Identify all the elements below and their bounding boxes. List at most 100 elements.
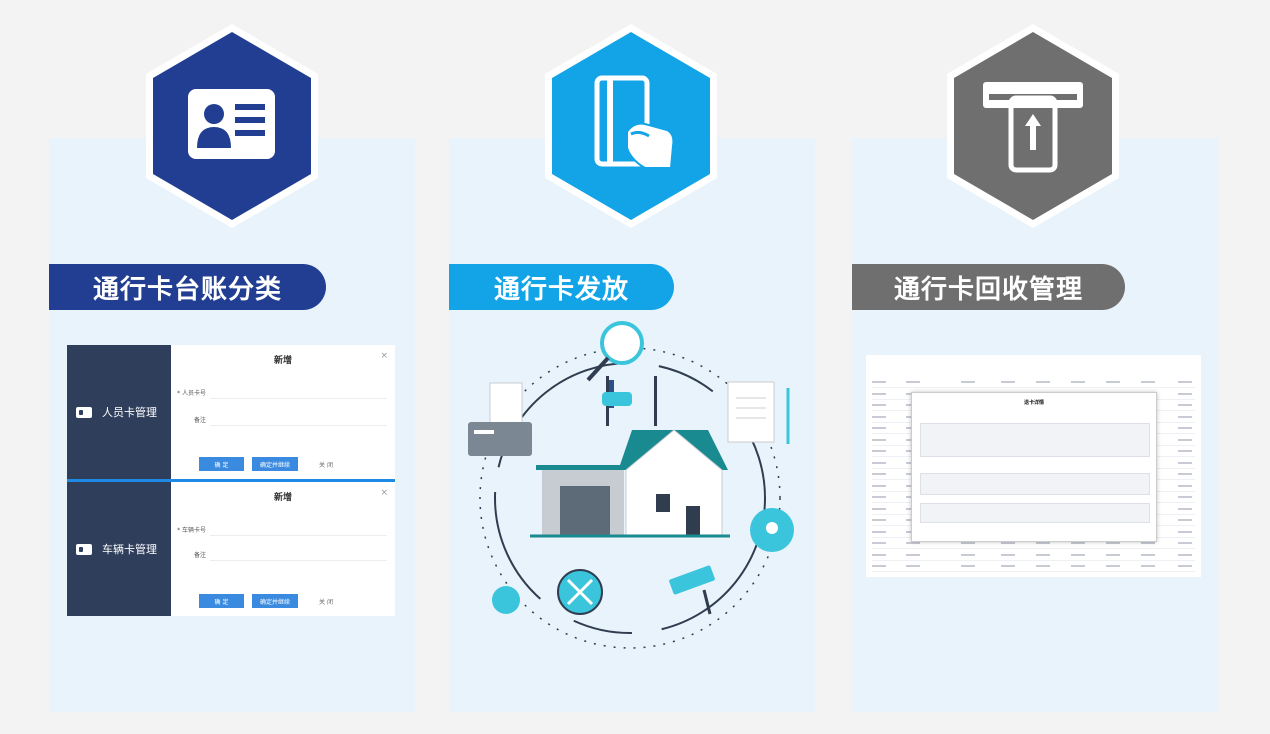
card-slot-return-icon	[943, 22, 1123, 230]
table-cell	[872, 519, 886, 521]
table-cell	[872, 461, 886, 464]
table-cell	[1001, 553, 1015, 556]
card-issue-illustration	[468, 321, 794, 649]
table-cell	[1178, 484, 1192, 487]
table-cell	[1178, 496, 1192, 498]
table-cell	[872, 473, 886, 475]
card-icon	[76, 543, 92, 555]
table-cell	[1141, 565, 1155, 567]
car-icon	[602, 392, 632, 406]
card-number-field[interactable]: * 车辆卡号	[175, 520, 387, 538]
table-cell	[1141, 553, 1155, 556]
table-cell	[1178, 519, 1192, 521]
sidebar-label: 人员卡管理	[102, 406, 157, 419]
table-cell	[1178, 542, 1192, 544]
table-cell	[872, 484, 886, 487]
table-cell	[872, 530, 886, 533]
table-cell	[961, 542, 975, 544]
table-cell	[1178, 427, 1192, 429]
table-cell	[1106, 553, 1120, 556]
table-cell	[872, 438, 886, 441]
card-icon	[468, 422, 532, 456]
confirm-continue-button[interactable]: 确定并继续	[252, 457, 298, 471]
section-title-recycle: 通行卡回收管理	[852, 264, 1125, 310]
table-row	[872, 559, 1195, 561]
magnifier-icon	[600, 321, 644, 365]
table-cell	[872, 565, 886, 567]
divider	[67, 479, 395, 482]
table-cell	[872, 496, 886, 498]
modal-title: 退卡详情	[1023, 400, 1044, 406]
table-cell	[906, 553, 920, 556]
recycle-record-table: 退卡详情	[866, 355, 1201, 577]
table-cell	[872, 450, 886, 452]
table-cell	[872, 404, 886, 406]
table-cell	[1141, 542, 1155, 544]
table-cell	[872, 415, 886, 418]
confirm-continue-button[interactable]: 确定并继续	[252, 594, 298, 608]
table-cell	[906, 381, 920, 383]
table-cell	[1036, 565, 1050, 567]
section-title-ledger: 通行卡台账分类	[49, 264, 326, 310]
dialog-sidebar: 车辆卡管理	[67, 482, 171, 616]
table-cell	[1071, 553, 1085, 556]
table-cell	[1178, 553, 1192, 556]
card-icon	[76, 406, 92, 418]
confirm-button[interactable]: 确 定	[199, 457, 244, 471]
close-button[interactable]: 关 闭	[319, 461, 333, 469]
table-cell	[1036, 542, 1050, 544]
table-cell	[1178, 473, 1192, 475]
table-cell	[1106, 381, 1120, 383]
card-number-field[interactable]: * 人员卡号	[175, 383, 387, 401]
table-cell	[1001, 381, 1015, 383]
close-icon[interactable]: ×	[380, 351, 388, 361]
table-cell	[1178, 404, 1192, 406]
table-row	[872, 548, 1195, 549]
camera-icon	[669, 565, 715, 595]
table-cell	[1071, 565, 1085, 567]
table-cell	[1001, 542, 1015, 544]
confirm-button[interactable]: 确 定	[199, 594, 244, 608]
table-cell	[1036, 553, 1050, 556]
table-cell	[872, 553, 886, 556]
table-cell	[1141, 381, 1155, 383]
close-button[interactable]: 关 闭	[319, 598, 333, 606]
table-cell	[872, 381, 886, 383]
remark-field[interactable]: 备注	[175, 410, 387, 428]
return-detail-modal: 退卡详情	[911, 392, 1157, 542]
table-row	[872, 571, 1195, 572]
dialog-title: 新增	[273, 493, 292, 503]
table-cell	[1178, 381, 1192, 383]
table-cell	[1106, 542, 1120, 544]
table-cell	[1106, 565, 1120, 567]
table-cell	[1178, 450, 1192, 452]
section-title-issue: 通行卡发放	[449, 264, 674, 310]
dialog-title: 新增	[273, 356, 292, 366]
table-cell	[872, 392, 886, 395]
table-cell	[906, 542, 920, 544]
table-cell	[961, 553, 975, 556]
id-card-icon	[142, 22, 322, 230]
table-cell	[1178, 438, 1192, 441]
card-in-hand-icon	[541, 22, 721, 230]
remark-field[interactable]: 备注	[175, 545, 387, 563]
table-cell	[1178, 461, 1192, 464]
table-cell	[1178, 565, 1192, 567]
table-cell	[1036, 381, 1050, 383]
table-cell	[1178, 507, 1192, 510]
table-cell	[1001, 565, 1015, 567]
table-cell	[1178, 530, 1192, 533]
table-row	[872, 387, 1195, 388]
add-vehicle-card-dialog: 车辆卡管理 新增 × * 车辆卡号 备注 确 定 确定并继续 关 闭	[67, 482, 395, 616]
dialog-sidebar: 人员卡管理	[67, 345, 171, 479]
table-cell	[1071, 381, 1085, 383]
table-cell	[872, 507, 886, 510]
table-cell	[1178, 392, 1192, 395]
table-cell	[1071, 542, 1085, 544]
close-icon[interactable]: ×	[380, 488, 388, 498]
key-icon	[492, 586, 520, 614]
sidebar-label: 车辆卡管理	[102, 543, 157, 556]
table-cell	[1178, 415, 1192, 418]
table-cell	[961, 565, 975, 567]
document-icon	[727, 381, 775, 443]
